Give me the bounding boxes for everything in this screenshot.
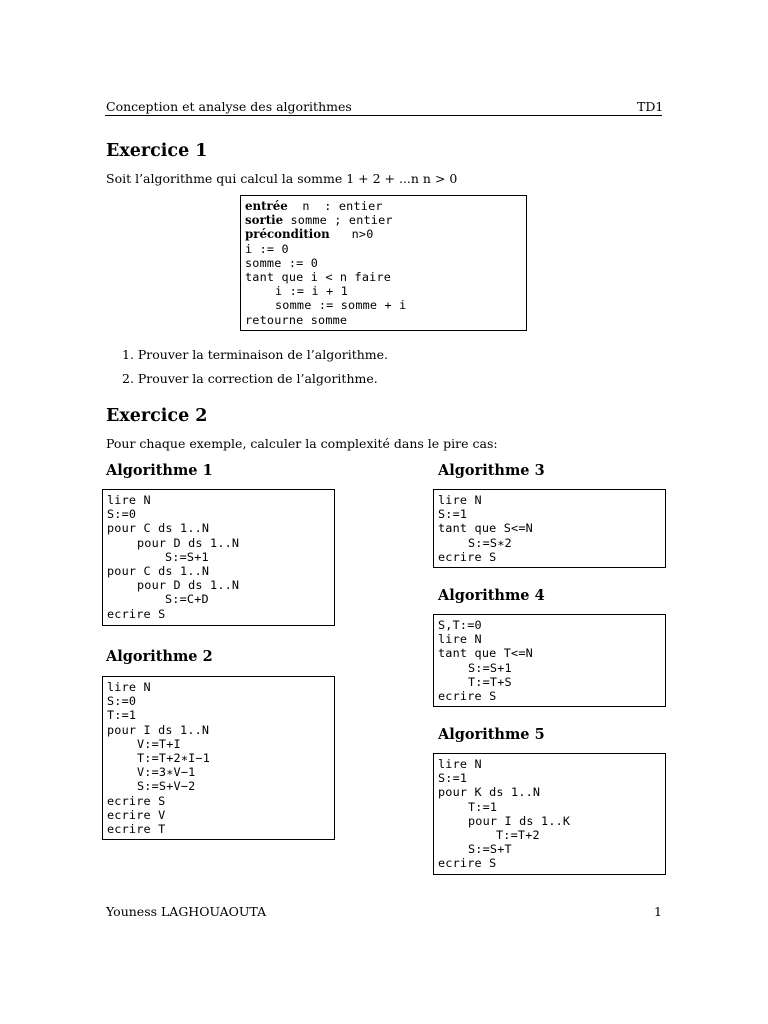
code-line: ecrire S: [438, 688, 497, 703]
code-line: S:=S+V−2: [137, 779, 196, 794]
code-line: pour K ds 1..N: [438, 785, 541, 800]
code-line: S:=1: [438, 771, 468, 786]
algo4-code-box: S,T:=0 lire N tant que T<=N S:=S+1 T:=T+…: [433, 614, 666, 707]
code-line: tant que i < n faire: [245, 269, 392, 284]
code-line: lire N: [107, 493, 151, 507]
algo4-title: Algorithme 4: [438, 587, 545, 604]
code-line: pour D ds 1..N: [137, 578, 240, 593]
code-line: T:=T+2: [496, 827, 540, 842]
code-line: ecrire S: [438, 856, 497, 871]
code-line: S:=0: [107, 507, 137, 522]
code-line: ecrire T: [107, 821, 166, 836]
footer-author: Youness LAGHOUAOUTA: [106, 904, 267, 919]
exercise1-code-box: entrée n : entier sortie somme ; entier …: [240, 195, 527, 331]
algo2-title: Algorithme 2: [106, 648, 213, 665]
header-title: Conception et analyse des algorithmes: [106, 99, 352, 114]
code-line: T:=1: [468, 799, 498, 814]
question-1: 1. Prouver la terminaison de l’algorithm…: [122, 347, 388, 362]
code-line: T:=T+S: [468, 674, 512, 689]
code-line: S:=S+1: [165, 549, 209, 564]
code-line: T:=1: [107, 708, 137, 723]
algo3-title: Algorithme 3: [438, 462, 545, 479]
header-td: TD1: [637, 99, 664, 114]
code-line: pour D ds 1..N: [137, 535, 240, 550]
code-line: ecrire S: [107, 606, 166, 621]
code-line: ecrire S: [107, 793, 166, 808]
code-line: pour I ds 1..K: [468, 813, 571, 828]
exercise2-title: Exercice 2: [106, 406, 208, 426]
code-line: retourne somme: [245, 312, 348, 327]
algo3-code-box: lire N S:=1 tant que S<=N S:=S∗2 ecrire …: [433, 489, 666, 568]
code-line: somme := somme + i: [275, 298, 407, 313]
code-line: tant que S<=N: [438, 521, 533, 536]
code-line: i := i + 1: [275, 284, 349, 299]
code-line: lire N: [438, 757, 482, 771]
code-line: ecrire V: [107, 807, 166, 822]
question-2: 2. Prouver la correction de l’algorithme…: [122, 371, 378, 386]
code-line: lire N: [438, 632, 482, 647]
code-line: S:=S+T: [468, 842, 512, 857]
code-line: pour I ds 1..N: [107, 722, 210, 737]
exercise1-intro: Soit l’algorithme qui calcul la somme 1 …: [106, 171, 458, 186]
code-line: sortie somme ; entier: [245, 213, 393, 228]
code-line: lire N: [107, 680, 151, 694]
code-line: i := 0: [245, 241, 289, 256]
code-line: S:=1: [438, 507, 468, 522]
code-line: S,T:=0: [438, 618, 482, 632]
code-line: précondition n>0: [245, 227, 374, 242]
algo5-code-box: lire N S:=1 pour K ds 1..N T:=1 pour I d…: [433, 753, 666, 875]
algo1-title: Algorithme 1: [106, 462, 213, 479]
exercise2-intro: Pour chaque exemple, calculer la complex…: [106, 436, 498, 451]
algo2-code-box: lire N S:=0 T:=1 pour I ds 1..N V:=T+I T…: [102, 676, 335, 840]
footer-page-number: 1: [654, 904, 662, 919]
algo5-title: Algorithme 5: [438, 726, 545, 743]
code-line: entrée n : entier: [245, 199, 383, 213]
code-line: S:=C+D: [165, 592, 209, 607]
code-line: pour C ds 1..N: [107, 521, 210, 536]
code-line: T:=T+2∗I−1: [137, 750, 211, 765]
header-rule: [105, 115, 662, 116]
code-line: tant que T<=N: [438, 646, 533, 661]
exercise1-title: Exercice 1: [106, 141, 208, 161]
code-line: S:=0: [107, 694, 137, 709]
code-line: V:=3∗V−1: [137, 765, 196, 780]
code-line: lire N: [438, 493, 482, 507]
code-line: pour C ds 1..N: [107, 563, 210, 578]
algo1-code-box: lire N S:=0 pour C ds 1..N pour D ds 1..…: [102, 489, 335, 626]
code-line: S:=S∗2: [468, 535, 512, 550]
code-line: V:=T+I: [137, 736, 181, 751]
code-line: S:=S+1: [468, 660, 512, 675]
code-line: somme := 0: [245, 255, 319, 270]
code-line: ecrire S: [438, 549, 497, 564]
